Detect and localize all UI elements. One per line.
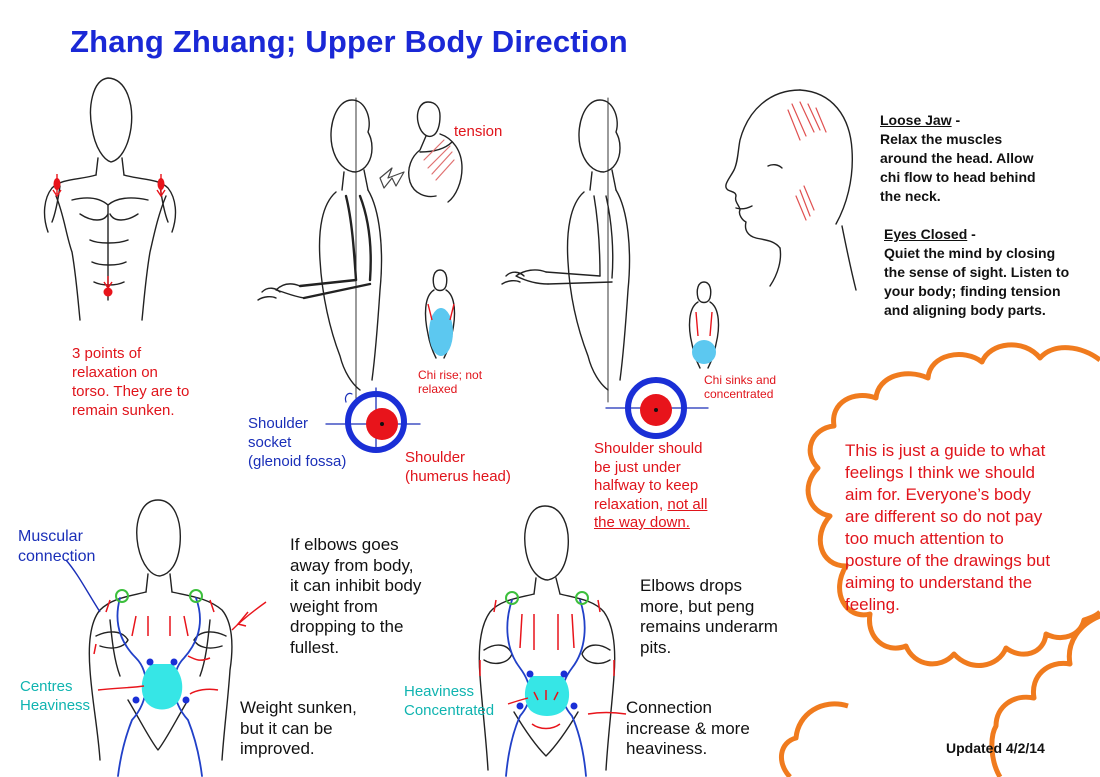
- side-view-figure-relaxed: [501, 97, 631, 403]
- pointer-line-centres: [97, 685, 145, 691]
- shoulder-position-note: Shoulder should be just under halfway to…: [594, 440, 707, 533]
- front-torso-figure: [43, 77, 177, 321]
- eyes-closed-dash: -: [967, 226, 976, 242]
- chi-sink-blob: [692, 340, 716, 364]
- heaviness-concentrated-blob: [524, 676, 570, 716]
- tension-shading: [423, 139, 455, 181]
- loose-jaw-body: Relax the muscles around the head. Allow…: [880, 131, 1036, 204]
- torso-points-note: 3 points of relaxation on torso. They ar…: [72, 345, 190, 419]
- shoulder-humerus-label: Shoulder (humerus head): [405, 449, 511, 485]
- pointer-line-elbows: [231, 601, 267, 631]
- pointer-line-heaviness: [507, 697, 529, 705]
- tension-figure: [408, 101, 463, 203]
- heaviness-concentrated-label: Heaviness Concentrated: [404, 683, 495, 719]
- front-figure-right: [478, 505, 616, 771]
- centres-heaviness-blob: [141, 664, 183, 710]
- shoulder-rings-green: [115, 589, 589, 605]
- loose-jaw-note: Loose Jaw - Relax the muscles around the…: [880, 111, 1036, 206]
- back-figure-chi-sinks: [688, 281, 720, 369]
- elbows-drops-note: Elbows drops more, but peng remains unde…: [640, 576, 778, 657]
- shoulder-socket-label: Shoulder socket (glenoid fossa): [248, 415, 347, 470]
- page-title: Zhang Zhuang; Upper Body Direction: [70, 24, 628, 59]
- note-cloud-outline: [805, 342, 1100, 668]
- chi-rise-blob: [429, 308, 453, 356]
- red-direction-arrows: [93, 599, 627, 730]
- head-profile-figure: [725, 89, 857, 291]
- pointer-line-muscular: [65, 559, 101, 613]
- torso-relaxation-points: [53, 178, 165, 297]
- chi-sinks-label: Chi sinks and concentrated: [704, 373, 777, 401]
- chi-rise-label: Chi rise; not relaxed: [418, 368, 483, 396]
- updated-date: Updated 4/2/14: [946, 740, 1045, 756]
- eyes-closed-body: Quiet the mind by closing the sense of s…: [884, 245, 1070, 318]
- front-figure-left: [88, 499, 233, 761]
- centres-heaviness-label: Centres Heaviness: [20, 678, 91, 714]
- tension-label: tension: [454, 123, 503, 140]
- torso-relaxation-arrows: [52, 174, 166, 290]
- eyes-closed-heading: Eyes Closed: [884, 226, 968, 242]
- side-view-figure-tense: [257, 97, 383, 403]
- loose-jaw-dash: -: [951, 112, 961, 128]
- eyes-closed-note: Eyes Closed - Quiet the mind by closing …: [884, 225, 1069, 320]
- connection-increase-note: Connection increase & more heaviness.: [626, 698, 750, 758]
- bottom-cloud-outline: [989, 613, 1100, 777]
- muscular-connection-label: Muscular connection: [18, 528, 96, 565]
- not-all-the-way-text: not all the way down.: [594, 495, 708, 532]
- chi-sink-arrows: [695, 311, 713, 337]
- head-muscle-shading: [787, 101, 827, 221]
- chi-rise-arrows: [427, 303, 455, 321]
- shoulder-position-text: Shoulder should be just under halfway to…: [594, 440, 703, 513]
- bottom-cloud-outline-2: [779, 701, 849, 777]
- weight-sunken-note: Weight sunken, but it can be improved.: [240, 698, 357, 758]
- cloud-guide-note: This is just a guide to what feelings I …: [845, 441, 1051, 614]
- elbows-away-note: If elbows goes away from body, it can in…: [290, 535, 422, 657]
- shoulder-socket-target-left: [345, 391, 407, 453]
- loose-jaw-heading: Loose Jaw: [880, 112, 952, 128]
- blue-joint-dots: [132, 658, 578, 710]
- shoulder-socket-target-right: [625, 377, 687, 439]
- arrow-right-outline: [379, 167, 405, 189]
